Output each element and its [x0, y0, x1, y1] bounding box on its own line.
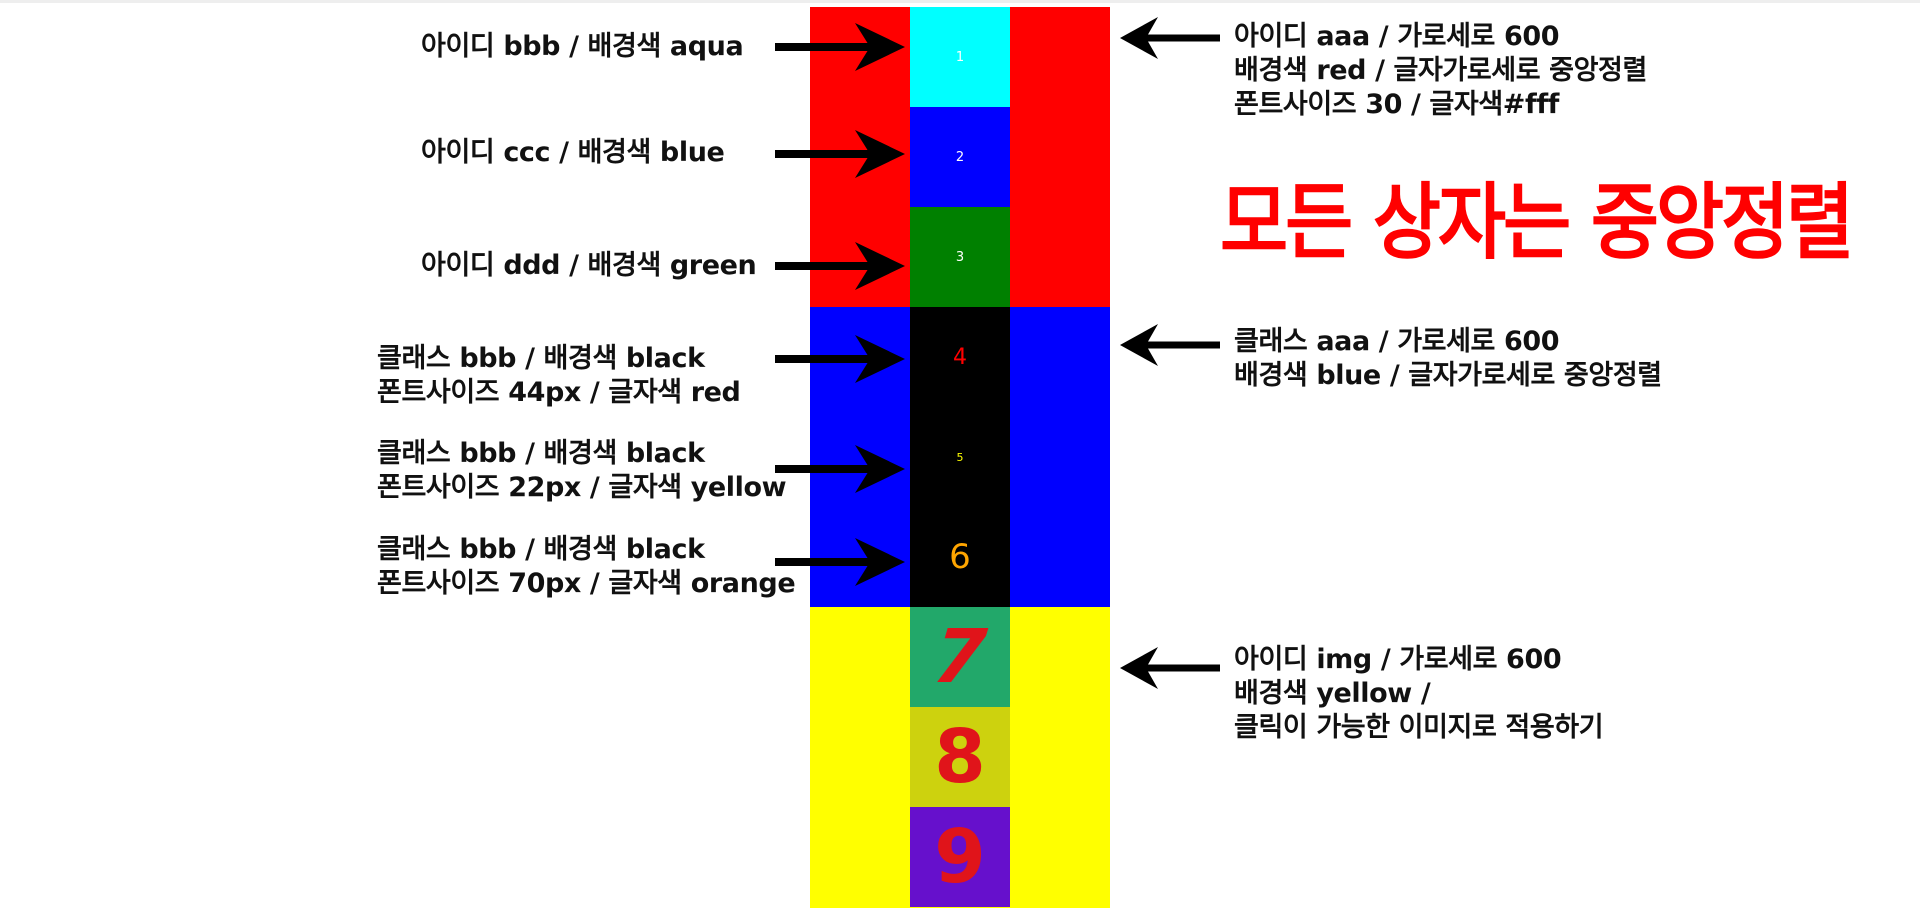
- label-class-bbb-3-line1: 클래스 bbb / 배경색 black: [377, 534, 705, 565]
- label-id-img: 아이디 img / 가로세로 600 배경색 yellow / 클릭이 가능한 …: [1234, 643, 1604, 745]
- label-id-aaa-line1: 아이디 aaa / 가로세로 600: [1234, 21, 1560, 52]
- label-class-bbb-2-line1: 클래스 bbb / 배경색 black: [377, 438, 705, 469]
- arrow-right-icon: [775, 538, 905, 586]
- arrow-left-icon: [1120, 324, 1220, 366]
- center-align-title: 모든 상자는 중앙정렬: [1220, 175, 1854, 272]
- box-3-text: 3: [955, 249, 965, 265]
- label-class-aaa: 클래스 aaa / 가로세로 600 배경색 blue / 글자가로세로 중앙정…: [1234, 325, 1662, 393]
- label-class-aaa-line2: 배경색 blue / 글자가로세로 중앙정렬: [1234, 360, 1662, 391]
- label-id-img-line2: 배경색 yellow /: [1234, 678, 1431, 709]
- label-class-bbb-2: 클래스 bbb / 배경색 black 폰트사이즈 22px / 글자색 yel…: [377, 437, 787, 505]
- image-8-link[interactable]: 8: [910, 707, 1010, 807]
- label-id-aaa-line2: 배경색 red / 글자가로세로 중앙정렬: [1234, 55, 1647, 86]
- arrow-right-icon: [775, 23, 905, 71]
- box-1-aqua: 1: [910, 7, 1010, 107]
- arrow-right-icon: [775, 445, 905, 493]
- box-4-black: 4: [910, 307, 1010, 407]
- label-class-aaa-line1: 클래스 aaa / 가로세로 600: [1234, 326, 1560, 357]
- image-7-link[interactable]: 7: [910, 607, 1010, 707]
- box-1-text: 1: [955, 49, 965, 65]
- image-7-digit: 7: [929, 614, 991, 700]
- image-9-link[interactable]: 9: [910, 807, 1010, 907]
- label-class-bbb-1-line2: 폰트사이즈 44px / 글자색 red: [377, 377, 741, 408]
- panel-aaa-red: 1 2 3: [810, 7, 1110, 307]
- box-4-text: 4: [953, 344, 967, 370]
- box-2-blue: 2: [910, 107, 1010, 207]
- arrow-left-icon: [1120, 647, 1220, 689]
- label-class-bbb-2-line2: 폰트사이즈 22px / 글자색 yellow: [377, 472, 787, 503]
- label-class-bbb-1: 클래스 bbb / 배경색 black 폰트사이즈 44px / 글자색 red: [377, 342, 741, 410]
- box-6-black: 6: [910, 507, 1010, 607]
- box-6-text: 6: [949, 537, 971, 577]
- box-5-black: 5: [910, 407, 1010, 507]
- image-9-digit: 9: [934, 814, 986, 900]
- box-2-text: 2: [955, 149, 965, 165]
- label-id-ddd: 아이디 ddd / 배경색 green: [421, 250, 757, 281]
- box-3-green: 3: [910, 207, 1010, 307]
- panel-img-yellow: 7 8 9: [810, 607, 1110, 908]
- label-id-aaa: 아이디 aaa / 가로세로 600 배경색 red / 글자가로세로 중앙정렬…: [1234, 20, 1647, 122]
- label-id-bbb: 아이디 bbb / 배경색 aqua: [421, 31, 744, 62]
- label-class-bbb-3: 클래스 bbb / 배경색 black 폰트사이즈 70px / 글자색 ora…: [377, 533, 796, 601]
- top-border: [0, 0, 1920, 3]
- image-8-digit: 8: [934, 714, 986, 800]
- label-id-img-line3: 클릭이 가능한 이미지로 적용하기: [1234, 712, 1604, 743]
- arrow-right-icon: [775, 335, 905, 383]
- label-id-img-line1: 아이디 img / 가로세로 600: [1234, 644, 1562, 675]
- arrow-right-icon: [775, 242, 905, 290]
- arrow-right-icon: [775, 130, 905, 178]
- label-id-aaa-line3: 폰트사이즈 30 / 글자색#fff: [1234, 89, 1560, 120]
- arrow-left-icon: [1120, 17, 1220, 59]
- label-class-bbb-1-line1: 클래스 bbb / 배경색 black: [377, 343, 705, 374]
- label-class-bbb-3-line2: 폰트사이즈 70px / 글자색 orange: [377, 568, 796, 599]
- box-5-text: 5: [956, 450, 964, 464]
- label-id-ccc: 아이디 ccc / 배경색 blue: [421, 137, 725, 168]
